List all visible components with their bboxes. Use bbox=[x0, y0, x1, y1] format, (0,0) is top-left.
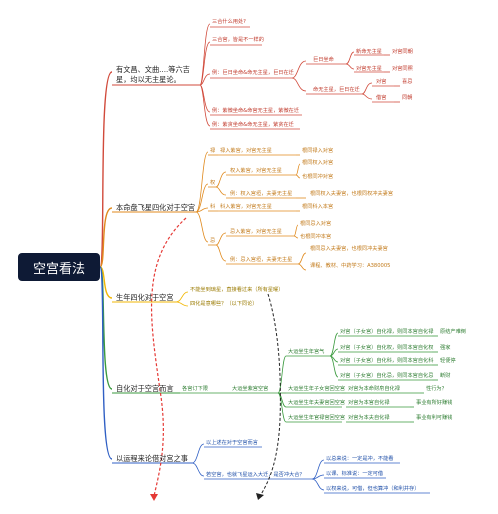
branch-4-node[interactable]: 各宫订下限 bbox=[182, 386, 208, 392]
branch-1-node[interactable]: 对宫同朝 bbox=[392, 49, 413, 55]
branch-1-label-line-1[interactable]: 有文昌、文曲....等六吉 bbox=[116, 65, 190, 74]
branch-2-node[interactable]: 禄 bbox=[210, 148, 216, 154]
branch-4-node[interactable]: 大运坐生年子女宫回空宫 bbox=[288, 386, 346, 392]
branch-1-node[interactable]: 新命无主星 bbox=[356, 49, 382, 55]
branch-2-node[interactable]: 根同科入本宫 bbox=[302, 204, 334, 210]
connector-root-branch-5 bbox=[99, 266, 113, 460]
branch-4-node[interactable]: 大运坐紫宫空宫 bbox=[232, 386, 269, 392]
branch-2-node[interactable]: 科 bbox=[210, 204, 216, 210]
branch-4-node[interactable]: 对宫为本命财帛自化禄 bbox=[348, 386, 400, 392]
branch-4-node[interactable]: 断财 bbox=[440, 373, 451, 379]
branch-1-node[interactable]: 对宫同照 bbox=[392, 66, 413, 72]
branch-2-node[interactable]: 根同忌入夫妻宫，也根同冲夫妻宫 bbox=[310, 246, 388, 252]
branch-1-node[interactable]: 对宫无主星 bbox=[356, 66, 382, 72]
branch-2-node[interactable]: 根同禄入对宫 bbox=[302, 148, 334, 154]
branch-1-node[interactable]: 三合宫，皆是不一样的 bbox=[212, 37, 264, 43]
branch-2-label[interactable]: 本命盘飞星四化对于空宫 bbox=[116, 203, 196, 212]
branch-3-node[interactable]: 四化是意哪些？（以下同论） bbox=[190, 301, 258, 307]
branch-1-node[interactable]: 巨日坐命 bbox=[313, 57, 334, 63]
branch-2-node[interactable]: 例：权入宫垣，夫妻无主星 bbox=[230, 191, 293, 197]
branch-1-node[interactable]: 借宫 bbox=[376, 95, 387, 101]
branch-5-node[interactable]: 以总来说：一定是冲，不能看 bbox=[326, 456, 394, 462]
branch-4-node[interactable]: 原结产难倒 bbox=[440, 329, 466, 335]
branch-4-node[interactable]: 大运坐生年宫气 bbox=[288, 349, 325, 355]
branch-4-node[interactable]: 对宫（子女宫）自化科，则同本宫自化科 bbox=[340, 358, 434, 364]
branch-1-node[interactable]: 同朝 bbox=[402, 95, 413, 101]
branch-4-node[interactable]: 事业有所好赚钱 bbox=[416, 400, 453, 406]
branch-1-node[interactable]: 对宫 bbox=[376, 79, 387, 85]
branch-4-node[interactable]: 事业有利可赚钱 bbox=[416, 415, 453, 421]
branch-2-node[interactable]: 科入紫宫，对宫无主星 bbox=[220, 204, 272, 210]
branch-4-node[interactable]: 强家 bbox=[440, 345, 451, 351]
branch-5-node[interactable]: 若空宫，也就飞星运入大迁，是否冲大合？ bbox=[206, 472, 305, 478]
dashed-arrow-black bbox=[259, 293, 281, 497]
branch-1-node[interactable]: 例：巨日坐命&命无主星，巨日在迁 bbox=[212, 70, 294, 76]
branch-4-node[interactable]: 大运坐生年夫妻宫回空宫 bbox=[288, 400, 346, 406]
branch-2-node[interactable]: 也根同冲对宫 bbox=[302, 174, 334, 180]
branch-1-node[interactable]: 命无主星，巨日在迁 bbox=[313, 87, 360, 93]
branch-2-node[interactable]: 忌入紫宫，对宫无主星 bbox=[230, 229, 282, 235]
branch-4-node[interactable]: 对宫（子女宫）自化禄，则同本宫自化禄 bbox=[340, 329, 434, 335]
branch-1-node[interactable]: 例：紫微坐命&命宫无主星，紫微在迁 bbox=[212, 108, 300, 114]
branch-2-node[interactable]: 根同权入对宫 bbox=[302, 160, 334, 166]
arrow-head-red bbox=[150, 494, 158, 501]
branch-2-node[interactable]: 例：忌入宫垣，夫妻无主星 bbox=[230, 257, 293, 263]
branch-2-node[interactable]: 也根同冲本宫 bbox=[300, 234, 332, 240]
branch-4-label[interactable]: 自化对于空宫而言 bbox=[116, 384, 174, 393]
branch-2-node[interactable]: 忌 bbox=[210, 238, 216, 244]
branch-2-node[interactable]: 课程、教材、中药学习：A380005 bbox=[310, 263, 391, 269]
branch-2-node[interactable]: 权 bbox=[210, 180, 216, 186]
dashed-arrow-red bbox=[150, 217, 187, 497]
branch-5-label[interactable]: 以运程来论借对宫之事 bbox=[116, 454, 188, 463]
branch-3-node[interactable]: 不能坐到璃星，直接看过来（所有星曜） bbox=[190, 287, 284, 293]
branch-4-node[interactable]: 对宫为本官自化禄 bbox=[348, 400, 390, 406]
branch-5-node[interactable]: 以课、标准说：一定可借 bbox=[326, 471, 384, 477]
branch-3-label[interactable]: 生年四化对于空宫 bbox=[116, 293, 174, 302]
branch-5-node[interactable]: 以权来说，可借，但也算冲（和利并存） bbox=[326, 486, 420, 492]
connector-root-branch-1 bbox=[99, 71, 113, 268]
branch-1-label-line-2[interactable]: 星，均以无主星论。 bbox=[116, 75, 181, 84]
branch-4-node[interactable]: 对宫为本夫自化禄 bbox=[348, 415, 390, 421]
branch-2-node[interactable]: 根同权入夫妻宫，也根同权冲夫妻宫 bbox=[310, 191, 394, 197]
branch-4-node[interactable]: 轻便停 bbox=[440, 358, 456, 364]
connector-root-branch-2 bbox=[99, 207, 113, 268]
arrow-head-black bbox=[256, 493, 264, 500]
branch-5-node[interactable]: 以上述在对于空宫而言 bbox=[206, 440, 258, 446]
branch-1-node[interactable]: 例：紫贪坐命&命无主星，紫贪在迁 bbox=[212, 122, 294, 128]
branch-4-node[interactable]: 大运坐生年官禄宫回空宫 bbox=[288, 415, 346, 421]
branch-2-node[interactable]: 权入紫宫，对宫无主星 bbox=[230, 168, 282, 174]
branch-2-node[interactable]: 根同忌入对宫 bbox=[300, 221, 332, 227]
branch-4-node[interactable]: 对宫（子女宫）自化忌，则同本宫自化忌 bbox=[340, 373, 434, 379]
branch-4-node[interactable]: 性行为？ bbox=[426, 386, 447, 392]
root-node[interactable]: 空宫看法 bbox=[18, 253, 100, 281]
branch-1-node[interactable]: 三合什么用处? bbox=[212, 19, 246, 25]
branch-1-node[interactable]: 喜忌 bbox=[402, 79, 413, 85]
branch-4-node[interactable]: 对宫（子女宫）自化权，则同本宫自化权 bbox=[340, 345, 434, 351]
branch-2-node[interactable]: 禄入紫宫，对宫无主星 bbox=[220, 148, 272, 154]
